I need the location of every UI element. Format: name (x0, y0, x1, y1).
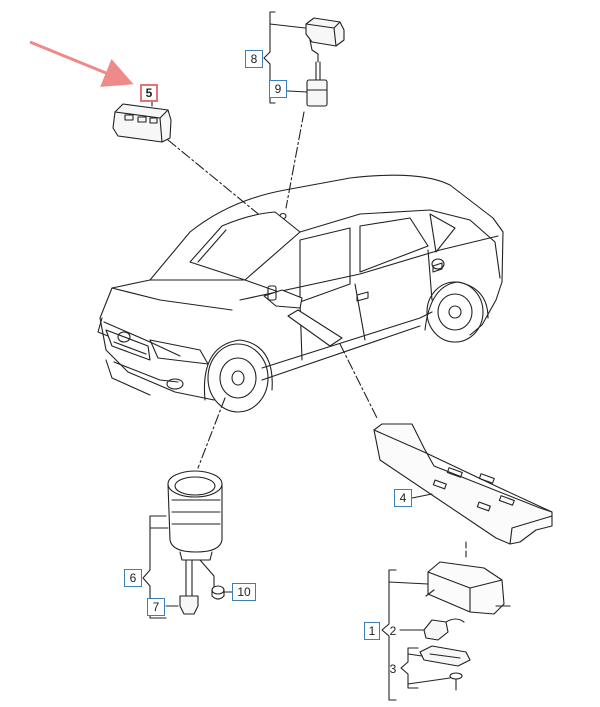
part-5-switch (112, 96, 172, 143)
part-1-control-module (425, 561, 511, 615)
part-4-trim-panel (373, 423, 553, 545)
bracket-3 (400, 647, 419, 689)
car-body (97, 174, 504, 413)
highlight-arrow (29, 40, 134, 87)
callout-1: 1 (364, 622, 380, 640)
callout-8: 8 (245, 50, 263, 68)
part-8-sensor (305, 17, 345, 81)
callout-5: 5 (140, 84, 158, 102)
part-10-nut (211, 585, 225, 600)
callout-6: 6 (124, 569, 142, 587)
part-2-connector (423, 618, 465, 641)
bracket-8 (263, 11, 276, 104)
part-3-bracket (419, 645, 471, 667)
leader-5 (167, 139, 269, 223)
callout-7: 7 (147, 598, 165, 616)
callout-9: 9 (269, 80, 287, 98)
callout-4: 4 (394, 489, 412, 507)
part-7-connector (179, 595, 199, 615)
leader-6 (197, 397, 226, 469)
bracket-6 (142, 515, 167, 619)
part-3-screw (449, 672, 463, 691)
callout-2: 2 (389, 624, 397, 638)
leader-8 (285, 111, 305, 209)
callout-3: 3 (389, 662, 397, 676)
part-6-buzzer (167, 470, 223, 597)
leader-4 (339, 343, 379, 421)
bracket-1 (381, 569, 397, 701)
part-9-connector (306, 79, 328, 107)
callout-10: 10 (232, 583, 256, 601)
